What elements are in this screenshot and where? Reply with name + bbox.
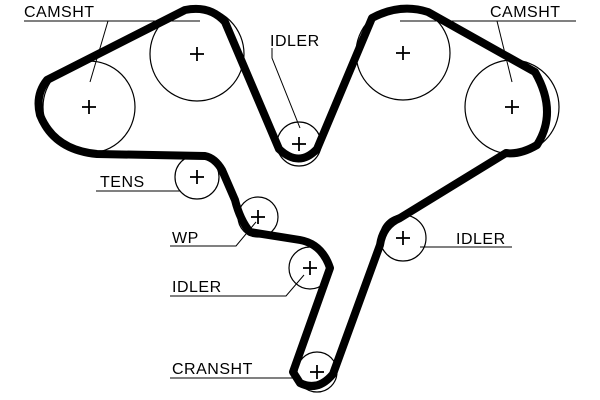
label-idler-right: IDLER (456, 231, 506, 248)
idler-top-pulley (276, 121, 322, 167)
leader-idler-lower-left (170, 274, 305, 297)
label-camshaft-right: CAMSHT (490, 4, 561, 21)
label-idler-lower-left: IDLER (172, 279, 222, 296)
label-water-pump: WP (172, 230, 199, 247)
camshaft-right-pulley (464, 59, 560, 155)
label-idler-top: IDLER (270, 33, 320, 50)
idler-lower-left-pulley (288, 246, 332, 290)
water-pump-pulley (237, 196, 279, 238)
label-camshaft-left: CAMSHT (24, 4, 95, 21)
idler-right-pulley (379, 214, 427, 262)
leader-camshaft-right-branch (496, 20, 513, 83)
leader-camshaft-left-branch (89, 20, 109, 83)
camshaft-left-pulley-outer (149, 6, 245, 102)
timing-belt (34, 4, 551, 390)
label-tensioner: TENS (100, 174, 145, 191)
label-crankshaft: CRANSHT (172, 361, 253, 378)
camshaft-left-pulley (42, 60, 136, 154)
crankshaft-pulley (296, 351, 338, 393)
camshaft-right-pulley-outer (355, 5, 451, 101)
leader-lines (24, 20, 576, 379)
leader-idler-top (271, 48, 301, 129)
leader-water-pump (170, 221, 257, 247)
tensioner-pulley (174, 154, 220, 200)
